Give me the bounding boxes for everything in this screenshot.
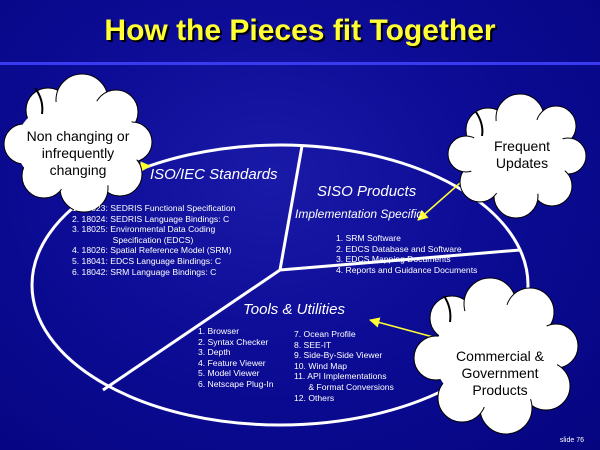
list-item: 4. Feature Viewer — [198, 357, 266, 368]
cloud-right-shape — [447, 93, 587, 219]
cloud-left-text: Non changing or infrequently changing — [8, 128, 148, 179]
list-item: 2. EDCS Database and Software — [336, 243, 462, 254]
list-item: 7. Ocean Profile — [294, 329, 356, 339]
tools-list-right: 7. Ocean Profile 8. SEE-IT 9. Side-By-Si… — [294, 329, 394, 403]
list-item: 6. 18042: SRM Language Bindings: C — [72, 266, 217, 277]
list-item: 1. Browser — [198, 326, 240, 336]
list-item: 6. Netscape Plug-In — [198, 378, 274, 389]
list-item: 2. Syntax Checker — [198, 336, 269, 347]
cloud-left-line: Non changing or — [26, 128, 130, 144]
list-item: & Format Conversions — [294, 381, 394, 392]
list-item: 4. Reports and Guidance Documents — [336, 264, 478, 275]
slide-title: How the Pieces fit Together — [104, 14, 496, 47]
cloud-bottom-mark — [443, 295, 452, 323]
cloud-right-line: Updates — [495, 155, 549, 171]
cloud-right-text: Frequent Updates — [472, 138, 572, 172]
cloud-right-mark — [475, 111, 484, 137]
list-item: 11. API Implementations — [294, 371, 387, 382]
cloud-left-mark — [34, 87, 44, 115]
cloud-bottom-text: Commercial & Government Products — [440, 348, 560, 399]
list-item: 8. SEE-IT — [294, 339, 332, 350]
tools-heading: Tools & Utilities — [243, 301, 345, 318]
cloud-bottom-shape — [413, 277, 579, 435]
siso-products-list: 1. SRM Software 2. EDCS Database and Sof… — [336, 233, 477, 275]
tools-list-left: 1. Browser 2. Syntax Checker 3. Depth 4.… — [198, 326, 273, 390]
list-item: 12. Others — [294, 392, 335, 403]
cloud-bottom-line: Products — [472, 382, 528, 398]
cloud-left-shape — [3, 73, 153, 213]
divider-top — [278, 145, 304, 271]
list-item: 3. 18025: Environmental Data Coding — [72, 224, 216, 235]
cloud-left-line: infrequently — [41, 145, 115, 161]
cloud-right-line: Frequent — [493, 138, 551, 154]
cloud-left-line: changing — [49, 162, 107, 178]
cloud-bottom-line: Government — [461, 365, 539, 381]
divider-left — [102, 268, 281, 392]
list-item: 2. 18024: SEDRIS Language Bindings: C — [72, 213, 230, 224]
list-item: 4. 18026: Spatial Reference Model (SRM) — [72, 245, 232, 256]
iso-heading: ISO/IEC Standards — [150, 166, 278, 183]
list-item: 9. Side-By-Side Viewer — [294, 350, 383, 361]
list-item: 3. EDCS Mapping Documents — [336, 254, 451, 265]
divider-right — [279, 248, 521, 272]
siso-heading: SISO Products — [317, 183, 417, 200]
list-item: 1. 18023: SEDRIS Functional Specificatio… — [72, 203, 236, 213]
siso-subheading: Implementation Specific — [295, 207, 423, 221]
list-item: 3. Depth — [198, 347, 231, 358]
list-item: 1. SRM Software — [336, 233, 401, 243]
title-divider — [0, 62, 600, 65]
list-item: 5. 18041: EDCS Language Bindings: C — [72, 255, 222, 266]
cloud-bottom-line: Commercial & — [456, 348, 544, 364]
list-item: Specification (EDCS) — [72, 234, 194, 245]
list-item: 10. Wind Map — [294, 360, 348, 371]
slide-number: slide 76 — [559, 437, 584, 444]
list-item: 5. Model Viewer — [198, 368, 260, 379]
iso-standards-list: 1. 18023: SEDRIS Functional Specificatio… — [72, 203, 235, 277]
main-ellipse — [30, 143, 530, 427]
